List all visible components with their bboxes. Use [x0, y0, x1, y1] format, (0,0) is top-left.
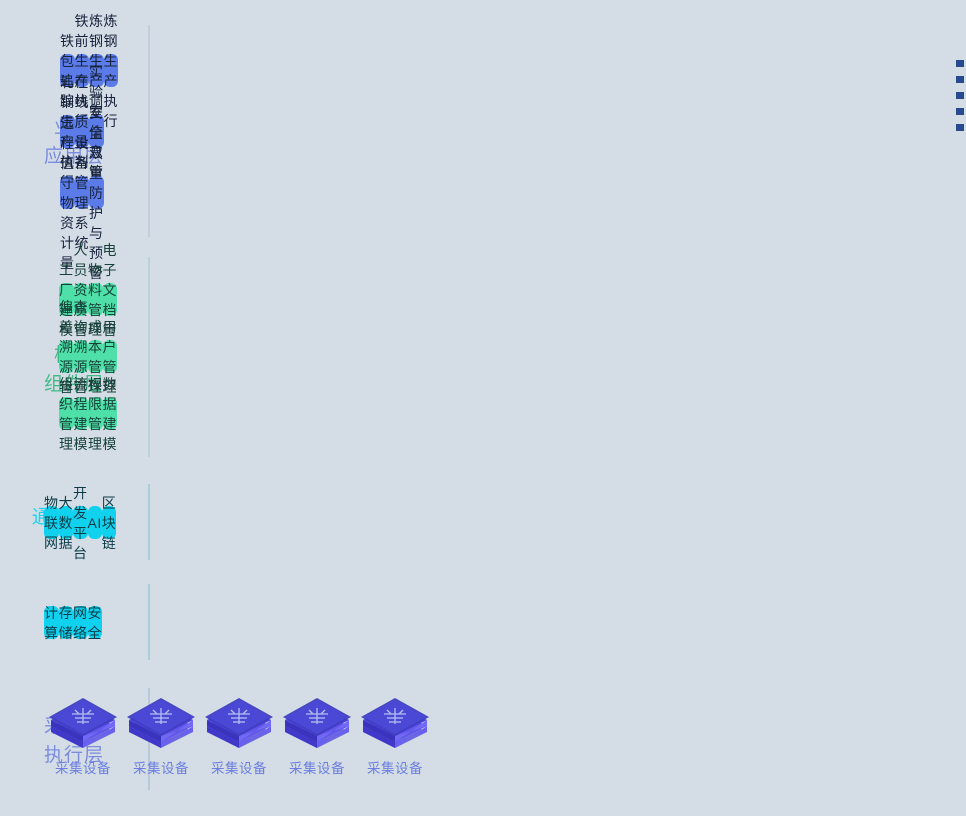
- paas-row: 物联网 大数据 开发平台 AI 区块链: [44, 485, 117, 561]
- business-row-3: 远程值守物资计量 设备管理系统 安全双重防护与预警: [60, 104, 122, 281]
- layer-box-business-application: [148, 25, 150, 237]
- module-quan-xian-guan-li[interactable]: 权限管理: [88, 375, 103, 452]
- module-yuan-cheng-zhi-shou-wu-zi-ji-liang[interactable]: 远程值守物资计量: [60, 115, 75, 271]
- collection-device-cube-icon: [278, 694, 356, 752]
- module-liu-cheng-jian-mo[interactable]: 流程建模: [73, 375, 88, 452]
- device-item[interactable]: 采集设备: [44, 694, 122, 777]
- iaas-row: 计算 存储 网络 安全: [44, 604, 102, 641]
- edge-marker: [956, 124, 964, 131]
- module-ai[interactable]: AI: [87, 506, 102, 539]
- edge-marker: [956, 76, 964, 83]
- device-row: 采集设备: [44, 694, 429, 777]
- module-da-shu-ju[interactable]: 大数据: [58, 494, 73, 551]
- edge-marker: [956, 108, 964, 115]
- module-lian-gang-sheng-chan-zhi-xing[interactable]: 炼钢生产执行: [103, 12, 118, 129]
- layer-box-core-component: [148, 257, 150, 457]
- device-label: 采集设备: [133, 761, 189, 776]
- device-label: 采集设备: [367, 761, 423, 776]
- edge-marker: [956, 92, 964, 99]
- module-an-quan[interactable]: 安全: [87, 604, 102, 641]
- device-item[interactable]: 采集设备: [278, 694, 356, 777]
- module-wu-liao-guan-li[interactable]: 物料管理: [88, 261, 103, 338]
- module-an-quan-shuang-zhong-fang-hu-yu-yu-jing[interactable]: 安全双重防护与预警: [89, 104, 104, 281]
- collection-device-cube-icon: [44, 694, 122, 752]
- module-dian-zi-wen-dang-guan-li[interactable]: 电子文档管理: [102, 241, 117, 358]
- module-cha-xun-su-yuan-guan-li[interactable]: 查询溯源管理: [73, 299, 88, 415]
- module-wu-lian-wang[interactable]: 物联网: [44, 494, 59, 551]
- device-item[interactable]: 采集设备: [356, 694, 434, 777]
- device-item[interactable]: 采集设备: [122, 694, 200, 777]
- collection-device-cube-icon: [200, 694, 278, 752]
- module-she-bei-guan-li-xi-tong[interactable]: 设备管理系统: [74, 135, 89, 251]
- module-qu-kuai-lian[interactable]: 区块链: [101, 494, 117, 551]
- module-pian-cha-su-yuan-guan-li[interactable]: 偏差溯源管理: [59, 299, 74, 415]
- device-label: 采集设备: [289, 761, 345, 776]
- layer-box-iaas: [148, 584, 150, 660]
- collection-device-cube-icon: [356, 694, 434, 752]
- edge-marker: [956, 60, 964, 67]
- module-cun-chu[interactable]: 存储: [58, 604, 73, 641]
- device-label: 采集设备: [55, 761, 111, 776]
- collection-device-cube-icon: [122, 694, 200, 752]
- device-label: 采集设备: [211, 761, 267, 776]
- module-zu-zhi-guan-li[interactable]: 组织管理: [59, 375, 74, 452]
- layer-box-paas: [148, 484, 150, 560]
- module-cheng-ben-guan-li[interactable]: 成本管理: [88, 318, 103, 395]
- edge-marker-list: [956, 60, 966, 140]
- module-kai-fa-ping-tai[interactable]: 开发平台: [73, 484, 88, 561]
- module-shu-ju-jian-mo[interactable]: 数据建模: [102, 375, 117, 452]
- core-row-2: 偏差溯源管理 查询溯源管理 成本管理 用户管理: [59, 299, 117, 415]
- device-item[interactable]: 采集设备: [200, 694, 278, 777]
- core-row-3: 组织管理 流程建模 权限管理 数据建模: [59, 375, 117, 452]
- module-yong-hu-guan-li[interactable]: 用户管理: [102, 318, 117, 395]
- module-ji-suan[interactable]: 计算: [44, 604, 59, 641]
- module-wang-luo[interactable]: 网络: [73, 604, 88, 641]
